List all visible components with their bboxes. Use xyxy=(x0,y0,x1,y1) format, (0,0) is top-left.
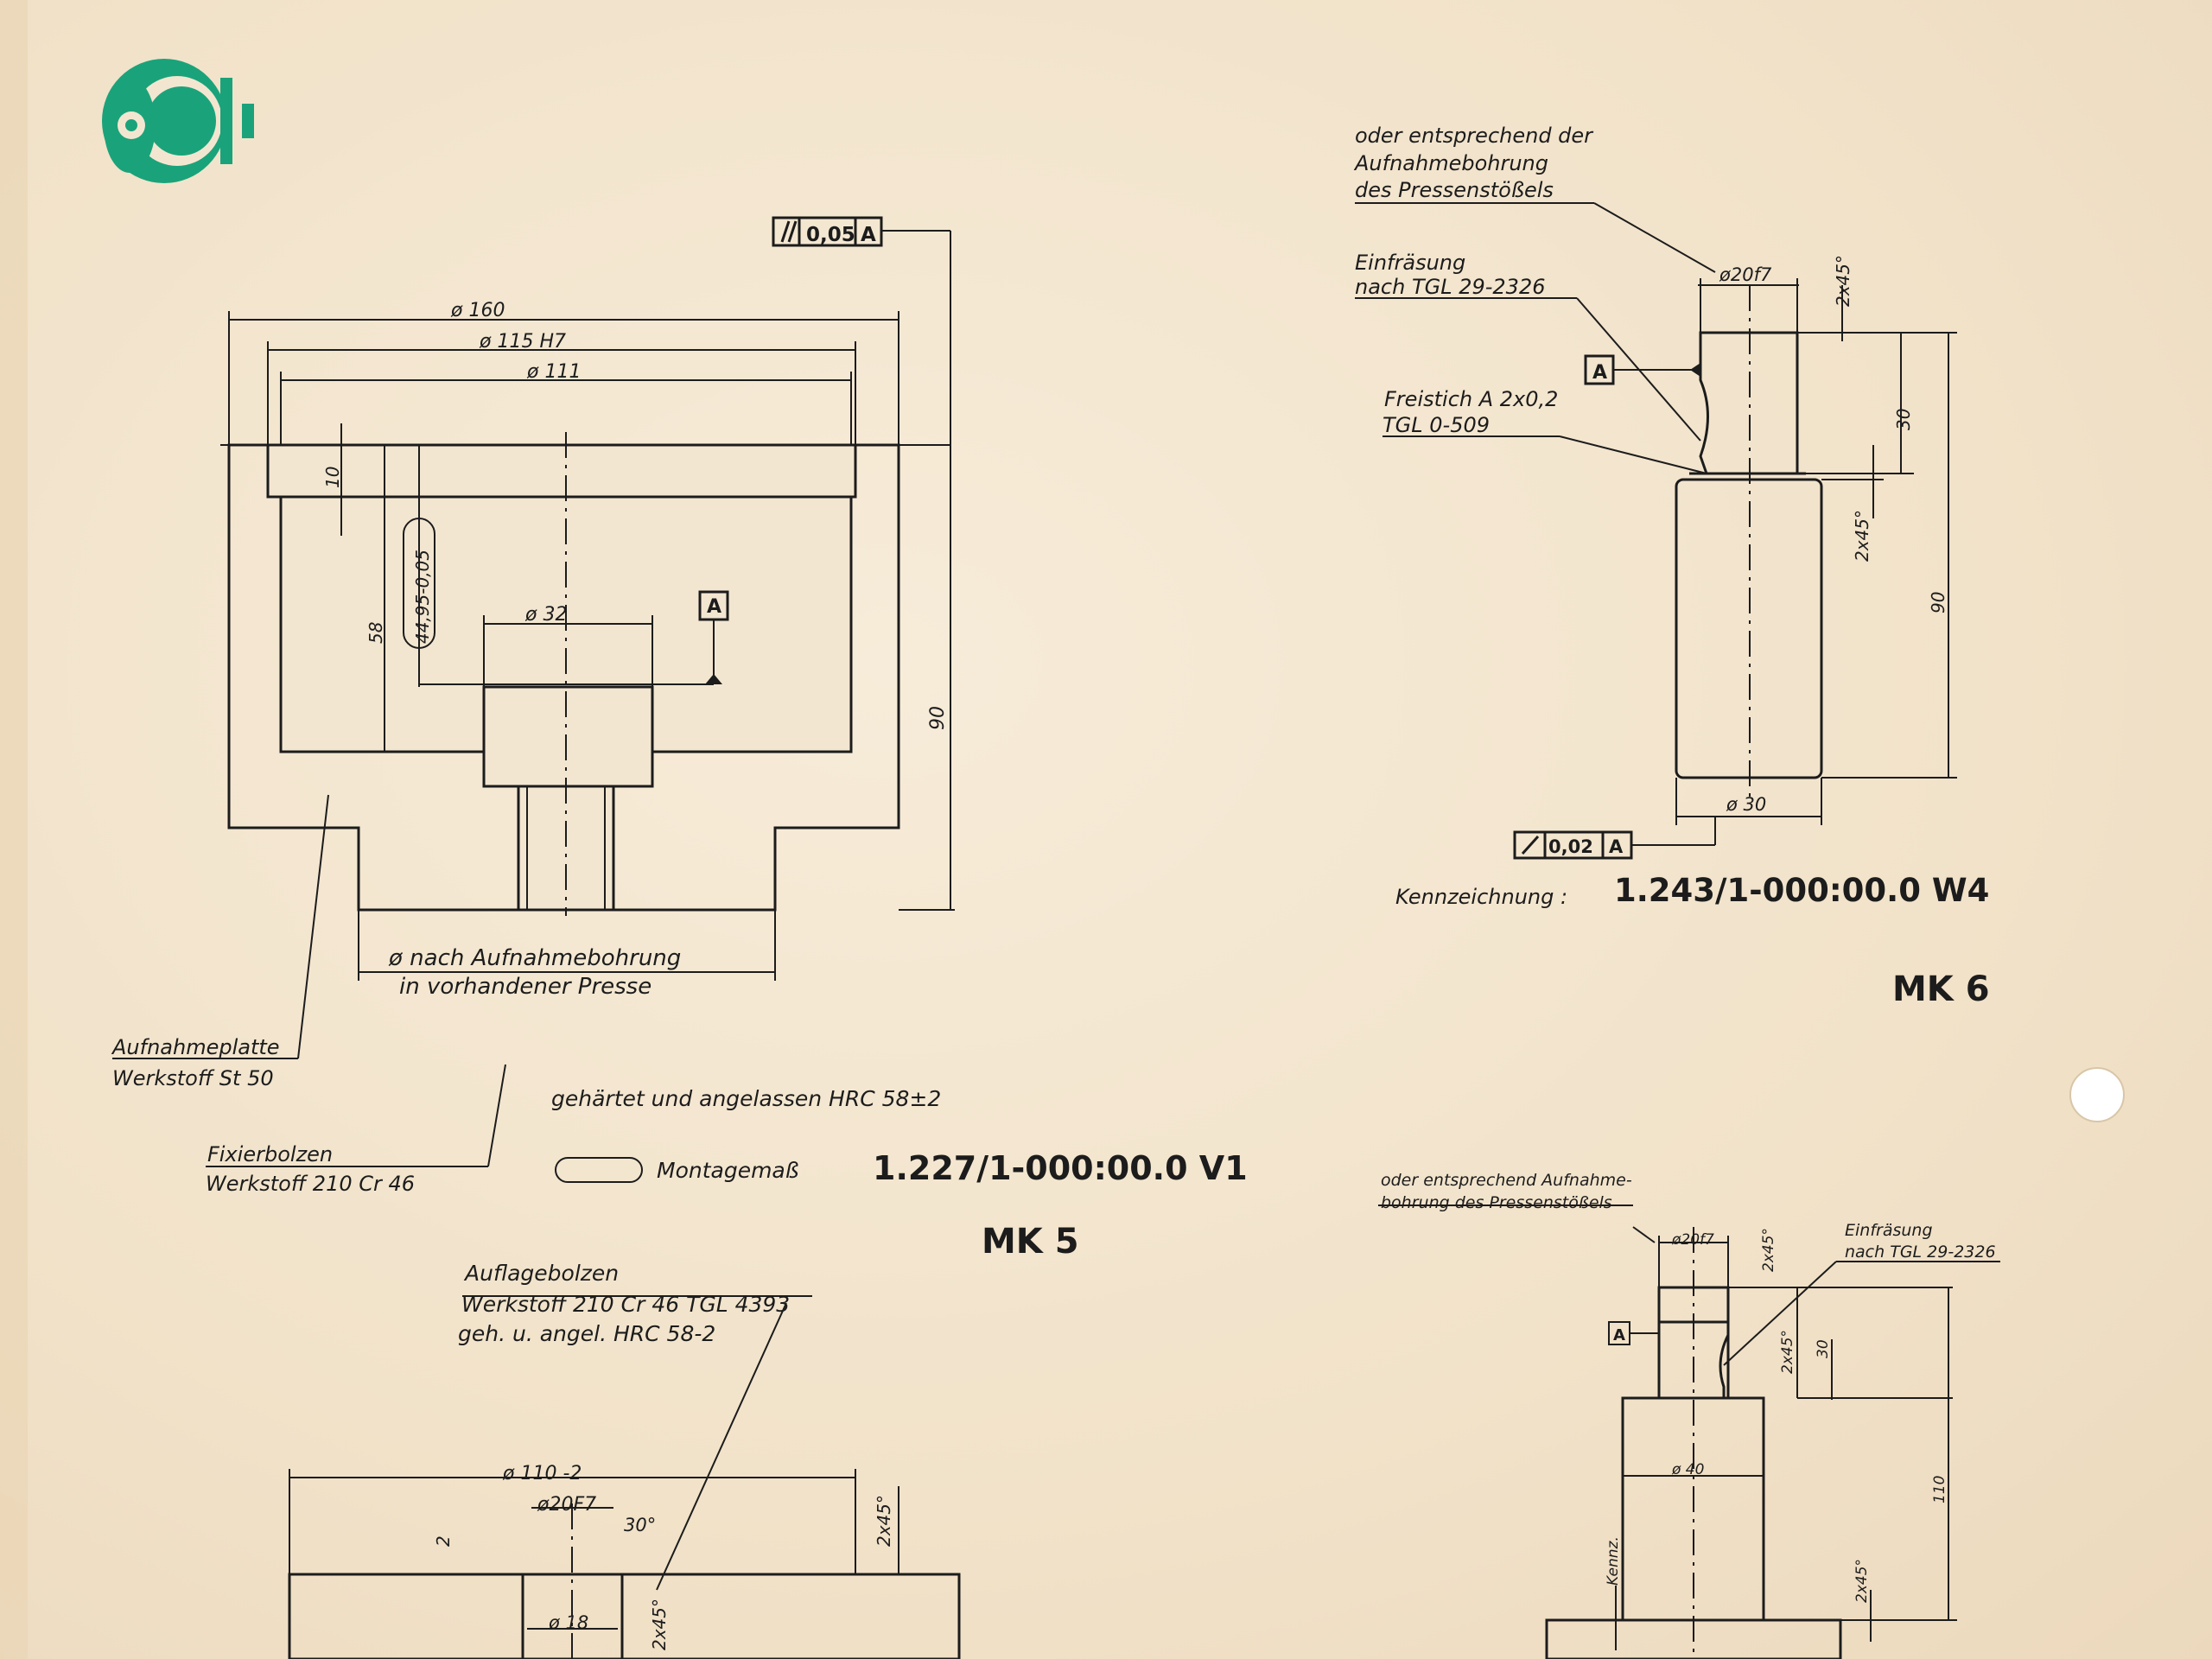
mk7-kennz: Kennz. xyxy=(1605,1536,1622,1586)
dim-90: 90 xyxy=(927,706,949,730)
auflage-dim-2x45b: 2x45° xyxy=(649,1599,670,1650)
mk7-view xyxy=(1545,1227,1842,1659)
mk7-note-line1: oder entsprechend Aufnahme- xyxy=(1381,1171,1632,1190)
mk6-runout-tolerance: 0,02 xyxy=(1548,836,1593,857)
mk7-dim-30: 30 xyxy=(1815,1339,1832,1358)
aufnahmeplatte-label: Aufnahmeplatte xyxy=(111,1035,280,1059)
datum-a: A xyxy=(707,596,721,618)
dim-58: 58 xyxy=(365,622,386,644)
mk6-code: 1.243/1-000:00.0 W4 xyxy=(1614,872,1989,909)
auflage-dim-2: 2 xyxy=(433,1535,454,1547)
mk6-note-line1: oder entsprechend der xyxy=(1355,124,1594,148)
dim-10: 10 xyxy=(322,467,343,488)
mk7-datum-a: A xyxy=(1613,1326,1625,1344)
auflagebolzen-title: Auflagebolzen xyxy=(463,1261,619,1286)
auflage-dim-18: ø 18 xyxy=(548,1612,588,1633)
parallelism-tolerance: 0,05 xyxy=(806,224,855,246)
mk6-dim-30d: ø 30 xyxy=(1726,794,1766,815)
dim-115: ø 115 H7 xyxy=(479,331,566,353)
mk7-dim-2x45-mid: 2x45° xyxy=(1779,1330,1796,1374)
mk7-einfraesung: Einfräsung xyxy=(1845,1221,1933,1240)
fixierbolzen-label: Fixierbolzen xyxy=(207,1142,333,1166)
mk7-labels: oder entsprechend Aufnahme- bohrung des … xyxy=(1381,1171,1996,1603)
auflagebolzen-labels: Auflagebolzen Werkstoff 210 Cr 46 TGL 43… xyxy=(433,1261,894,1650)
mk6-einfraesung-tgl: nach TGL 29-2326 xyxy=(1355,275,1546,299)
dim-4495: 44,95-0,05 xyxy=(412,550,433,644)
mk5-section-view xyxy=(220,432,950,916)
mk6-note-line2: Aufnahmebohrung xyxy=(1353,151,1548,175)
mk6-dim-2x45-top: 2x45° xyxy=(1833,255,1853,307)
auflagebolzen-werkstoff: Werkstoff 210 Cr 46 TGL 4393 xyxy=(461,1292,790,1317)
mk6-freistich: Freistich A 2x0,2 xyxy=(1384,387,1558,411)
dim-111: ø 111 xyxy=(526,361,581,383)
mk7-dim-2x45-low: 2x45° xyxy=(1853,1559,1871,1603)
mk7-einfraesung-tgl: nach TGL 29-2326 xyxy=(1845,1243,1996,1262)
mk6-note-line3: des Pressenstößels xyxy=(1355,178,1554,202)
mk7-dimensions xyxy=(1378,1205,2000,1650)
mk6-dim-20f7: ø20f7 xyxy=(1719,264,1772,285)
mk6-freistich-tgl: TGL 0-509 xyxy=(1382,413,1490,437)
mk7-dim-110: 110 xyxy=(1931,1476,1948,1503)
mk6-runout-datum: A xyxy=(1609,836,1624,857)
hardened-note: gehärtet und angelassen HRC 58±2 xyxy=(551,1086,941,1111)
mk6-label: MK 6 xyxy=(1892,969,1990,1009)
mk7-dim-20f7: ø20f7 xyxy=(1671,1231,1714,1249)
mk6-labels: oder entsprechend der Aufnahmebohrung de… xyxy=(1353,124,1990,1009)
turbine-wheel-icon xyxy=(102,59,254,183)
mk7-dim-2x45-top: 2x45° xyxy=(1760,1228,1777,1272)
mk6-dim-2x45-mid: 2x45° xyxy=(1852,510,1872,562)
auflagebolzen-view xyxy=(288,1295,961,1659)
mk6-dim-30: 30 xyxy=(1893,409,1914,430)
aufnahmeplatte-werkstoff: Werkstoff St 50 xyxy=(112,1066,274,1090)
mk5-dimensions xyxy=(112,216,955,1183)
mk6-kennzeichnung-label: Kennzeichnung : xyxy=(1395,885,1567,909)
auflagebolzen-hrc: geh. u. angel. HRC 58-2 xyxy=(458,1321,715,1346)
mk7-dim-40: ø 40 xyxy=(1671,1461,1704,1478)
auflage-dim-2x45: 2x45° xyxy=(874,1495,894,1547)
fixierbolzen-werkstoff: Werkstoff 210 Cr 46 xyxy=(206,1172,415,1196)
mk5-label: MK 5 xyxy=(982,1222,1079,1262)
auflage-dim-110: ø 110 -2 xyxy=(502,1463,582,1484)
note-nach-aufnahmebohrung: ø nach Aufnahmebohrung xyxy=(388,945,681,971)
mk5-labels: ø 160 ø 115 H7 ø 111 0,05 A 10 44,95-0,0… xyxy=(111,224,1248,1262)
mk6-datum-a: A xyxy=(1592,362,1607,384)
dim-32: ø 32 xyxy=(524,604,567,626)
mk6-view xyxy=(1675,285,1823,799)
montagemass-label: Montagemaß xyxy=(657,1158,799,1183)
mk7-note-line2: bohrung des Pressenstößels xyxy=(1381,1193,1612,1212)
parallelism-datum: A xyxy=(861,224,876,246)
mk6-einfraesung: Einfräsung xyxy=(1355,251,1465,275)
paper-edge xyxy=(0,0,28,1659)
note-vorhandene-presse: in vorhandener Presse xyxy=(399,974,652,1000)
auflage-dim-30deg: 30° xyxy=(624,1515,656,1535)
mk6-dimensions xyxy=(1355,202,1957,860)
dim-160: ø 160 xyxy=(450,300,505,321)
auflage-dim-20f7: ø20F7 xyxy=(537,1494,596,1516)
mk6-dim-90: 90 xyxy=(1928,592,1948,613)
punch-hole xyxy=(2069,1067,2125,1122)
mk5-code: 1.227/1-000:00.0 V1 xyxy=(873,1149,1248,1187)
